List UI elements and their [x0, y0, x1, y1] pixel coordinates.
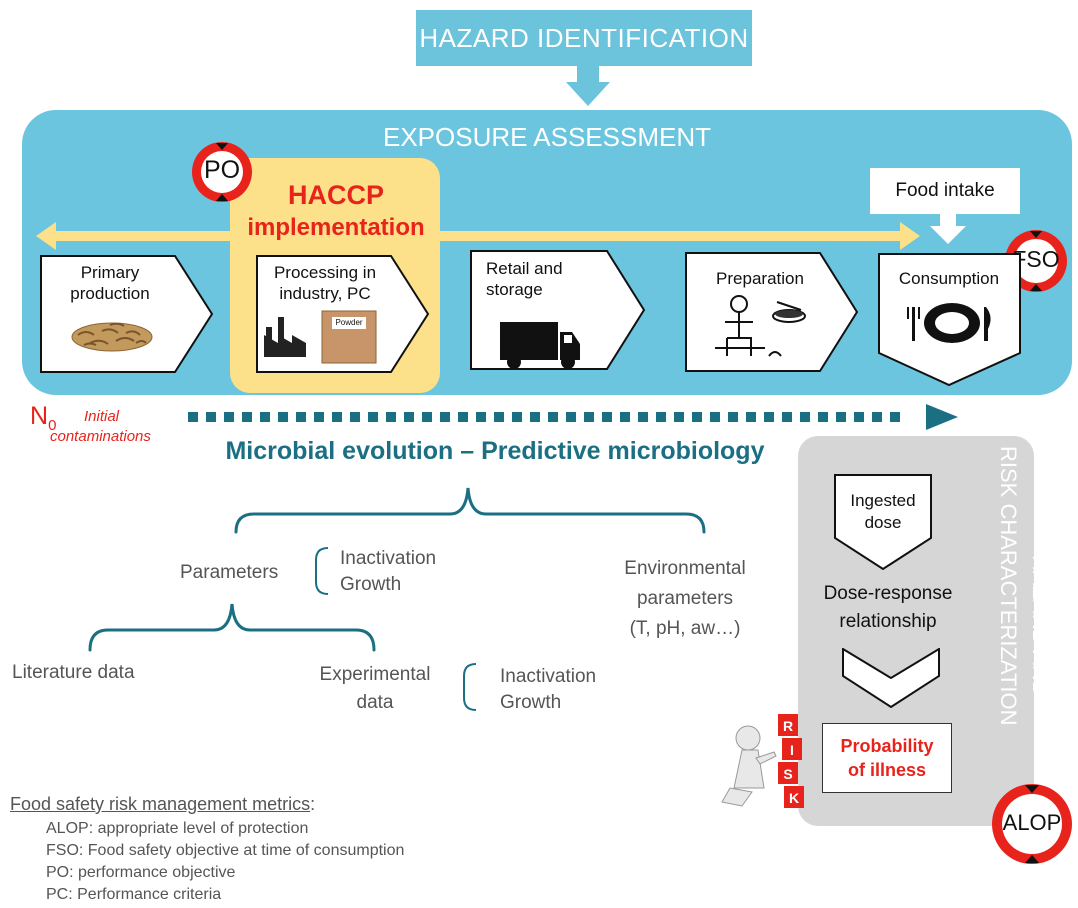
risk-letter-k: K: [788, 790, 800, 806]
risk-figure-illustration: [721, 714, 804, 808]
hazard-characterization-title: HAZARD AND RISK CHARACTERIZATION: [966, 446, 1056, 806]
po-marker: [192, 142, 252, 202]
initial-label: Initial: [84, 408, 120, 425]
haccp-subtitle: implementation: [247, 214, 425, 241]
metrics-title: Food safety risk management metrics:: [10, 794, 315, 815]
step-primary-line2: production: [70, 284, 150, 303]
chevron-down-icon: [842, 648, 940, 708]
step-label-preparation: Preparation: [700, 268, 820, 289]
metrics-list: ALOP: appropriate level of protection FS…: [46, 818, 404, 906]
contaminations-label: contaminations: [50, 428, 151, 445]
experimental-line1: Experimental: [319, 664, 431, 685]
step-processing-line1: Processing in: [273, 263, 377, 282]
risk-letter-s: S: [783, 766, 793, 782]
n0-label: N0: [30, 402, 56, 434]
risk-letter-i: I: [790, 742, 794, 758]
step-shape-consumption: [878, 253, 1021, 387]
exposure-assessment-title: EXPOSURE ASSESSMENT: [383, 122, 711, 152]
literature-data-label: Literature data: [12, 662, 135, 683]
ingested-dose-label: Ingested dose: [834, 490, 932, 534]
n0-sub: 0: [48, 417, 57, 434]
cook-icon: [715, 295, 806, 357]
env-line1: Environmental: [624, 558, 746, 579]
env-line3: (T, pH, aw…): [629, 618, 741, 639]
dose-response-line2: relationship: [839, 611, 937, 632]
metric-item-alop: ALOP: appropriate level of protection: [46, 820, 309, 837]
ingested-line1: Ingested: [850, 491, 916, 510]
truck-icon: [500, 322, 580, 369]
food-intake-label: Food intake: [895, 180, 995, 201]
probability-line1: Probability: [840, 736, 934, 756]
microbial-dotted-arrow: [188, 404, 958, 430]
po-label: PO: [203, 156, 241, 184]
dose-response-line1: Dose-response: [823, 583, 953, 604]
metric-item-po: PO: performance objective: [46, 864, 236, 881]
step-retail-line2: storage: [486, 280, 543, 299]
env-line2: parameters: [636, 588, 734, 609]
growth-label-2: Growth: [500, 692, 562, 713]
parameters-label: Parameters: [180, 562, 279, 583]
step-shape-processing: [256, 255, 430, 373]
dose-response-label: Dose-response relationship: [808, 580, 968, 636]
alop-label: ALOP: [1002, 810, 1062, 835]
microbial-evolution-title: Microbial evolution – Predictive microbi…: [225, 437, 765, 465]
factory-icon: [264, 317, 306, 357]
step-processing-line2: industry, PC: [279, 284, 371, 303]
step-shape-preparation: [685, 252, 859, 372]
process-double-arrow: [36, 222, 920, 250]
powder-label: Powder: [335, 318, 363, 327]
inactivation-label-2: Inactivation: [500, 666, 597, 687]
hazard-char-line1: HAZARD AND: [1028, 555, 1053, 697]
probability-of-illness-box: Probability of illness: [822, 723, 952, 793]
step-preparation-line1: Preparation: [716, 269, 804, 288]
down-arrow-icon: [566, 64, 610, 106]
environmental-parameters: Environmental parameters (T, pH, aw…): [600, 556, 770, 642]
step-shape-retail-storage: [470, 250, 646, 370]
alop-marker: [992, 784, 1072, 864]
step-shape-primary-production: [40, 255, 214, 373]
metric-item-fso: FSO: Food safety objective at time of co…: [46, 842, 405, 859]
ingested-dose-shape: [834, 474, 932, 570]
metrics-title-colon: :: [310, 794, 316, 814]
food-intake-arrow-icon: [930, 212, 966, 244]
hazard-identification-label: HAZARD IDENTIFICATION: [419, 22, 749, 53]
step-label-primary-production: Primary production: [50, 262, 170, 304]
cutlery-icon: [907, 307, 991, 341]
experimental-line2: data: [356, 692, 394, 713]
step-label-consumption: Consumption: [884, 268, 1014, 289]
inactivation-label-1: Inactivation: [340, 548, 437, 569]
haccp-title: HACCP: [287, 180, 384, 210]
risk-letter-r: R: [782, 718, 794, 734]
step-consumption-line1: Consumption: [898, 269, 1000, 288]
hazard-char-line2: RISK CHARACTERIZATION: [996, 446, 1021, 726]
tree-brackets: [88, 487, 706, 711]
probability-line2: of illness: [847, 760, 927, 780]
step-label-retail-storage: Retail and storage: [486, 258, 596, 300]
ingested-line2: dose: [864, 513, 902, 532]
n0-n: N: [30, 402, 49, 430]
food-intake-box: Food intake: [870, 168, 1020, 214]
metric-item-pc: PC: Performance criteria: [46, 886, 222, 903]
step-primary-line1: Primary: [80, 263, 140, 282]
metrics-title-text: Food safety risk management metrics: [10, 794, 311, 814]
step-label-processing: Processing in industry, PC: [262, 262, 388, 304]
hazard-identification-box: HAZARD IDENTIFICATION: [416, 10, 752, 66]
experimental-data-label: Experimental data: [300, 662, 450, 716]
growth-label-1: Growth: [340, 574, 402, 595]
step-retail-line1: Retail and: [486, 259, 563, 278]
